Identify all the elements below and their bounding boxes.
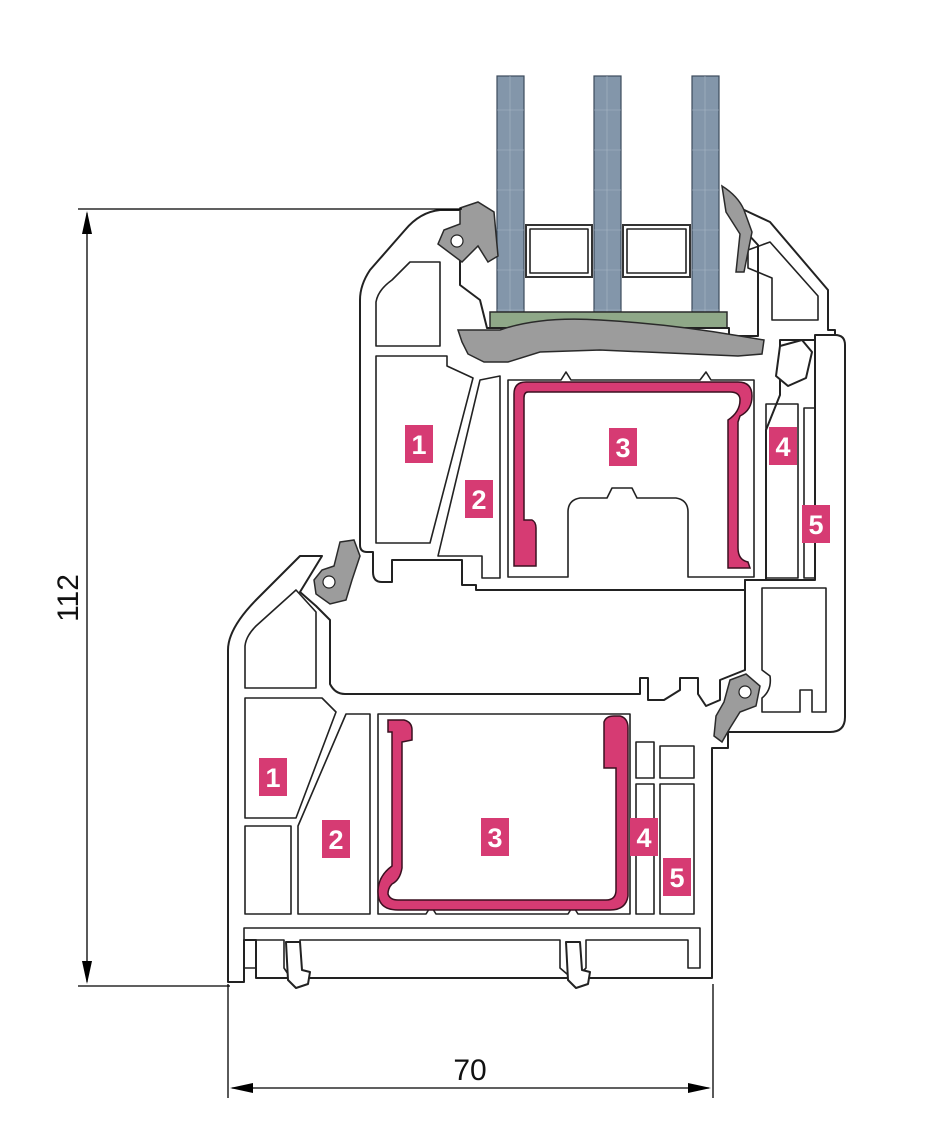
svg-text:3: 3 — [487, 823, 502, 853]
frame-gasket-right-hole — [738, 685, 752, 699]
glazing-bead-insert — [456, 318, 765, 363]
frame-label-5: 5 — [663, 858, 691, 896]
glazing-bead-seal — [721, 184, 753, 273]
frame-label-1: 1 — [259, 758, 287, 796]
frame-chamber-4-top — [635, 741, 655, 779]
glass-pane-2 — [593, 75, 622, 339]
height-dimension: 1 1 2 — [52, 208, 462, 987]
frame-label-2: 2 — [322, 820, 350, 858]
sash-label-5: 5 — [802, 505, 830, 543]
triple-glazing-unit — [489, 75, 728, 341]
svg-text:1: 1 — [265, 763, 280, 793]
sash-chamber-4 — [765, 403, 799, 579]
height-arrow-bottom — [82, 961, 92, 984]
frame-chamber-1 — [244, 697, 337, 819]
sash-chamber-1 — [375, 355, 474, 544]
svg-text:3: 3 — [615, 433, 630, 463]
spacer-bar-1-inner — [529, 228, 589, 274]
sash-label-1: 1 — [405, 425, 433, 463]
frame-base-clip-left — [285, 941, 311, 989]
sash-right-clip — [775, 339, 813, 387]
frame-gasket-left-hole — [322, 575, 336, 589]
svg-text:1: 1 — [411, 430, 426, 460]
spacer-bar-2-inner — [626, 228, 687, 274]
frame-label-4: 4 — [630, 818, 658, 856]
frame-right-chamber — [761, 587, 827, 713]
spacer-bar-2 — [622, 224, 691, 278]
frame-chamber-labels: 1 2 3 4 5 — [259, 758, 691, 896]
frame-gasket-left — [313, 539, 361, 605]
width-dimension: 70 — [227, 984, 714, 1098]
glazing-gasket-left-hole — [450, 234, 464, 248]
sash-chamber-2 — [437, 375, 501, 579]
svg-text:2: 2 — [471, 485, 486, 515]
width-arrow-left — [230, 1083, 253, 1093]
frame-chamber-4 — [635, 783, 655, 915]
sash-chamber-3 — [507, 371, 755, 578]
frame-profile — [227, 334, 846, 989]
glass-texture — [497, 76, 719, 338]
frame-chamber-5-top — [659, 745, 695, 779]
svg-text:5: 5 — [808, 510, 823, 540]
frame-base-groove — [243, 927, 701, 981]
glass-pane-3 — [691, 75, 720, 339]
frame-chamber-1-top — [244, 589, 317, 689]
spacer-bar-1 — [525, 224, 593, 278]
glass-pane-1 — [496, 75, 525, 339]
frame-steel-reinforcement — [377, 715, 629, 911]
frame-chamber-2 — [297, 713, 371, 915]
sash-chamber-1-top — [375, 261, 441, 347]
sash-chamber-labels: 1 2 3 4 5 — [405, 425, 830, 543]
height-value: 112 — [52, 574, 85, 622]
frame-label-3: 3 — [481, 818, 509, 856]
svg-text:2: 2 — [328, 825, 343, 855]
sash-label-4: 4 — [769, 427, 797, 465]
width-arrow-right — [688, 1083, 711, 1093]
sash-label-3: 3 — [609, 428, 637, 466]
sash-head-chamber — [747, 241, 819, 321]
glazing-gasket-left — [437, 201, 499, 264]
sash-steel-reinforcement — [513, 381, 753, 569]
frame-chamber-5 — [659, 783, 695, 915]
sash-label-2: 2 — [465, 480, 493, 518]
width-value: 70 — [453, 1054, 486, 1087]
svg-text:5: 5 — [669, 863, 684, 893]
svg-text:4: 4 — [775, 432, 790, 462]
frame-chamber-1b — [244, 825, 292, 915]
svg-text:4: 4 — [636, 823, 651, 853]
frame-outer-contour — [227, 334, 846, 983]
frame-base-clip-right — [565, 941, 591, 989]
height-arrow-top — [82, 211, 92, 234]
